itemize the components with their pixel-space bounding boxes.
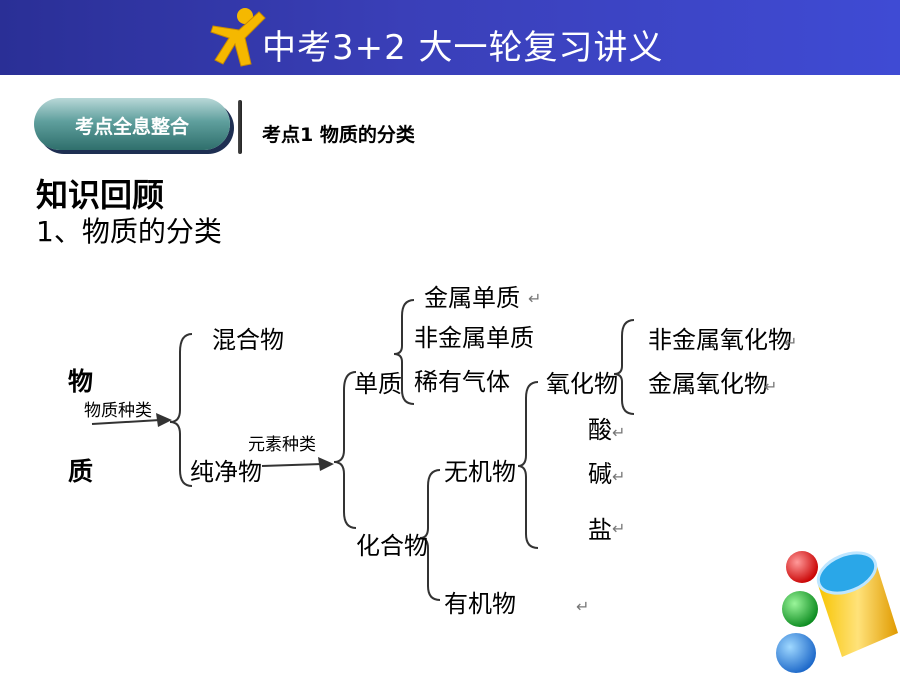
edge-label-substance-kind: 物质种类 <box>84 401 152 421</box>
arrow-pure-line <box>261 463 323 467</box>
decorative-cylinder-balls-icon <box>776 551 898 673</box>
return-mark: ↵ <box>764 377 777 396</box>
node-acid: 酸 <box>588 416 612 444</box>
node-metal-oxide: 金属氧化物 <box>648 370 768 398</box>
section-tag-pill: 考点全息整合 <box>34 98 230 150</box>
knowledge-review-title: 知识回顾 <box>36 176 165 214</box>
node-oxide: 氧化物 <box>546 370 618 398</box>
node-organic: 有机物 <box>444 590 516 618</box>
bracket-pure <box>333 371 357 529</box>
node-nonmetal-oxide: 非金属氧化物 <box>648 326 792 354</box>
bracket-root <box>169 333 193 487</box>
bracket-oxide <box>613 319 635 415</box>
running-figure-logo-icon <box>210 8 266 67</box>
tag-divider <box>238 100 242 154</box>
return-mark: ↵ <box>612 519 625 538</box>
node-noble-gas: 稀有气体 <box>414 368 510 396</box>
root-bottom-label: 质 <box>68 457 93 486</box>
node-element: 单质 <box>354 370 402 398</box>
edge-label-element-kind: 元素种类 <box>248 435 316 455</box>
arrow-root-line <box>91 419 161 425</box>
return-mark: ↵ <box>576 597 589 616</box>
node-nonmetal-element: 非金属单质 <box>414 324 534 352</box>
topic-heading: 考点1 物质的分类 <box>262 124 415 146</box>
return-mark: ↵ <box>612 467 625 486</box>
arrow-root-head <box>156 413 172 427</box>
node-base: 碱 <box>588 460 612 488</box>
node-inorganic: 无机物 <box>444 458 516 486</box>
header-title: 中考3+2 大一轮复习讲义 <box>262 28 664 68</box>
node-compound: 化合物 <box>356 532 428 560</box>
return-mark: ↵ <box>612 423 625 442</box>
return-mark: ↵ <box>784 333 797 352</box>
classification-subtitle: 1、物质的分类 <box>36 215 222 248</box>
node-mixture: 混合物 <box>212 326 284 354</box>
bracket-compound <box>419 469 441 601</box>
node-metal-element: 金属单质 <box>424 284 520 312</box>
header-bar: 中考3+2 大一轮复习讲义 <box>0 0 900 75</box>
node-salt: 盐 <box>588 516 612 544</box>
section-tag-label: 考点全息整合 <box>74 116 189 138</box>
bracket-inorganic <box>517 381 539 549</box>
arrow-pure-head <box>318 457 334 471</box>
root-top-label: 物 <box>68 367 93 396</box>
return-mark: ↵ <box>528 289 541 308</box>
bracket-element <box>393 299 415 405</box>
node-pure-substance: 纯净物 <box>190 458 262 486</box>
